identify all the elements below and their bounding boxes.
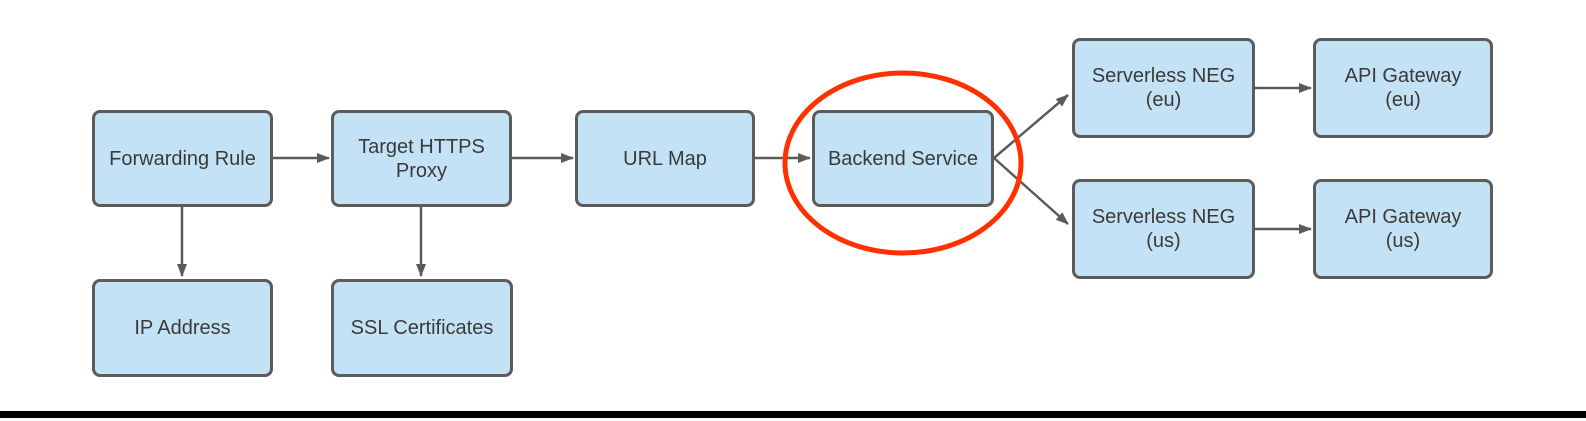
node-label: SSL Certificates bbox=[350, 317, 494, 339]
node-ip-address: IP Address bbox=[92, 279, 273, 377]
node-api-gateway-eu: API Gateway (eu) bbox=[1313, 38, 1493, 138]
node-url-map: URL Map bbox=[575, 110, 755, 207]
node-serverless-neg-us: Serverless NEG (us) bbox=[1072, 179, 1255, 279]
node-label: Target HTTPS Proxy bbox=[358, 135, 485, 182]
arrow-backend-service-to-serverless-neg-us bbox=[993, 157, 1069, 225]
node-label: Forwarding Rule bbox=[109, 147, 256, 170]
node-forwarding-rule: Forwarding Rule bbox=[92, 110, 273, 207]
node-label: API Gateway (us) bbox=[1344, 206, 1462, 252]
node-label: Serverless NEG (eu) bbox=[1091, 65, 1236, 111]
highlight-ellipse bbox=[782, 70, 1024, 256]
node-label: IP Address bbox=[134, 317, 231, 339]
node-label: API Gateway (eu) bbox=[1344, 65, 1462, 111]
node-label: URL Map bbox=[623, 147, 707, 170]
node-label: Backend Service bbox=[827, 147, 979, 170]
arrow-backend-service-to-serverless-neg-eu bbox=[993, 94, 1069, 159]
node-target-https-proxy: Target HTTPS Proxy bbox=[331, 110, 512, 207]
node-api-gateway-us: API Gateway (us) bbox=[1313, 179, 1493, 279]
node-serverless-neg-eu: Serverless NEG (eu) bbox=[1072, 38, 1255, 138]
bottom-divider-bar bbox=[0, 411, 1586, 418]
node-backend-service: Backend Service bbox=[812, 110, 994, 207]
node-ssl-certificates: SSL Certificates bbox=[331, 279, 513, 377]
node-label: Serverless NEG (us) bbox=[1091, 206, 1236, 252]
